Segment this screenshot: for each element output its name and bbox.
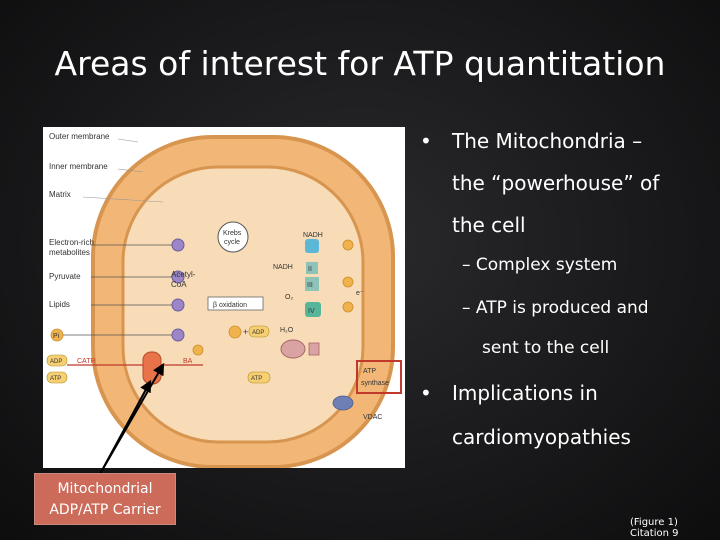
label-coa: CoA [171,280,187,289]
figure-citation: (Figure 1) Citation 9 [630,517,679,539]
label-h2o: H₂O [280,327,294,334]
label-atp-synthase-1: ATP [363,368,376,375]
label-electron-rich: Electron-rich [49,238,94,247]
carrier-callout-box: Mitochondrial ADP/ATP Carrier [34,473,176,525]
label-acetyl: Acetyl- [171,270,196,279]
label-inner-membrane: Inner membrane [49,162,108,171]
atp-pill-inner [247,371,271,384]
callout-line2: ADP/ATP Carrier [49,502,161,518]
adp-pill-inner [248,325,270,338]
slide-title: Areas of interest for ATP quantitation [54,44,666,83]
callout-line1: Mitochondrial [57,481,153,497]
label-complex-iv: IV [308,308,315,315]
label-atp-inner: ATP [251,376,262,382]
label-atp-synthase-2: synthase [361,380,389,387]
complex-iii [305,277,319,291]
label-adp-inner: ADP [252,330,264,336]
label-nadh: NADH [273,264,293,271]
pi-circle-mid [192,344,204,356]
atp-pill-left [46,371,68,384]
bullet-line-3: the cell [452,213,526,237]
vdac-shape [332,395,354,411]
label-e: e⁻ [356,290,364,297]
complex-i [305,239,319,253]
label-atp-left: ATP [50,376,61,382]
bullet-implications-line2: cardiomyopathies [452,425,631,449]
label-o2: O₂ [285,294,293,301]
adp-pill-left [46,354,68,367]
label-metabolites: metabolites [49,248,90,257]
label-nadh-top: NADH [303,232,323,239]
bullet-line-2: the “powerhouse” of [452,171,660,195]
label-ba: BA [183,358,193,365]
sub-bullet-complex: – Complex system [462,255,618,275]
label-cycle: cycle [224,239,240,246]
beta-oxidation-box [207,296,264,311]
mitochondria-figure: Outer membrane Inner membrane Matrix Ele… [43,127,405,468]
label-pyruvate: Pyruvate [49,272,81,281]
label-complex-iii: III [307,282,313,289]
label-krebs: Krebs [223,230,242,237]
sub-bullet-atp-line1: ATP is produced and [475,298,649,318]
sub-bullet-complex-text: Complex system [475,255,618,275]
label-matrix: Matrix [49,190,71,199]
label-adp-left: ADP [50,359,62,365]
label-vdac: VDAC [363,414,382,421]
complex-ii [306,262,318,274]
atp-synthase-shape [280,339,306,359]
label-catr: CATR [77,358,96,365]
label-pi-left: Pi [53,333,60,340]
complex-iv [305,302,321,317]
krebs-cycle-circle [217,221,249,253]
label-outer-membrane: Outer membrane [49,132,110,141]
sub-bullet-atp: – ATP is produced and [462,298,649,318]
atp-synthase-highlight [356,360,402,394]
pi-circle-inner [228,325,242,339]
label-lipids: Lipids [49,300,70,309]
label-plus: + [243,327,248,337]
bullet-line-1: The Mitochondria – [452,129,643,153]
label-beta-oxidation: β oxidation [213,302,247,309]
sub-bullet-atp-line2: sent to the cell [482,338,610,358]
label-complex-ii: II [308,266,312,273]
pi-circle-left [50,328,64,342]
bullet-implications-line1: Implications in [452,381,598,405]
